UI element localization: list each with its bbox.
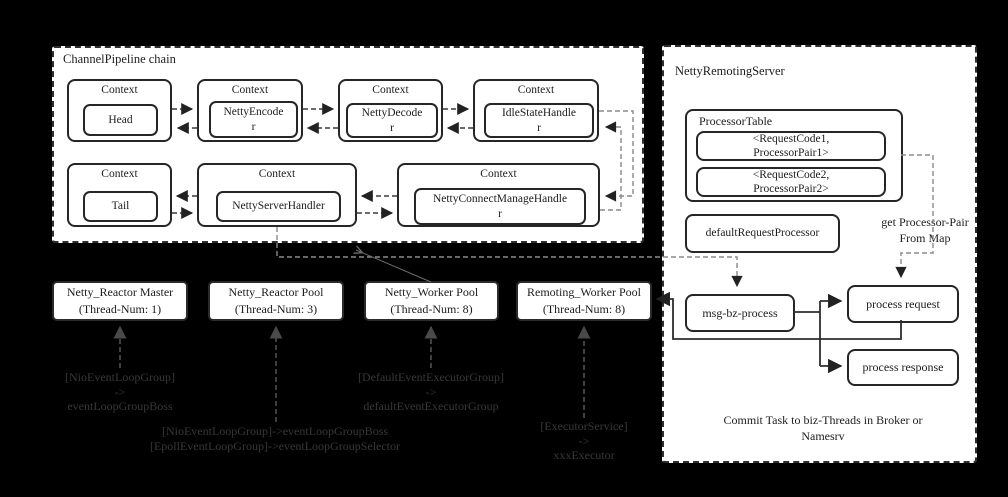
context-box-idle-state-handler: Context IdleStateHandle r — [473, 79, 599, 142]
note-default-event-executor-group: [DefaultEventExecutorGroup] -> defaultEv… — [358, 370, 504, 414]
default-request-processor-box: defaultRequestProcessor — [685, 214, 840, 253]
handler-netty-decoder: NettyDecode r — [346, 103, 438, 138]
request-code-1-box: <RequestCode1, ProcessorPair1> — [696, 131, 886, 161]
handler-label: NettyConnectManageHandle — [432, 193, 568, 206]
process-request-box: process request — [847, 285, 959, 323]
note-xxx-executor: [ExecutorService] -> xxxExecutor — [540, 419, 628, 463]
note-get-processor-pair: get Processor-Pair From Map — [881, 215, 969, 245]
context-box-tail: Context Tail — [67, 163, 172, 227]
context-title: Context — [258, 168, 296, 180]
context-title: Context — [372, 84, 409, 96]
context-title: Context — [231, 84, 269, 96]
pool-remoting-worker-pool: Remoting_Worker Pool (Thread-Num: 8) — [516, 281, 652, 321]
handler-label: Head — [108, 113, 133, 126]
channel-pipeline-title: ChannelPipeline chain — [63, 52, 176, 66]
handler-label: r — [251, 120, 256, 133]
process-response-box: process response — [847, 349, 959, 386]
note-event-loop-group-boss: [NioEventLoopGroup] -> eventLoopGroupBos… — [65, 370, 175, 414]
handler-netty-encoder: NettyEncode r — [209, 101, 298, 138]
handler-head: Head — [83, 104, 158, 136]
pool-threads: (Thread-Num: 8) — [390, 302, 473, 316]
note-commit-task: Commit Task to biz-Threads in Broker or … — [723, 413, 923, 443]
request-code-2-box: <RequestCode2, ProcessorPair2> — [696, 167, 886, 197]
handler-idle-state-handler: IdleStateHandle r — [484, 103, 594, 138]
netty-remoting-server-box: NettyRemotingServer ProcessorTable <Requ… — [662, 45, 977, 463]
pool-netty-worker-pool: Netty_Worker Pool (Thread-Num: 8) — [364, 281, 499, 321]
context-title: Context — [480, 168, 517, 180]
context-box-netty-decoder: Context NettyDecode r — [338, 79, 443, 142]
handler-label: NettyServerHandler — [232, 200, 325, 213]
handler-label: r — [537, 121, 541, 134]
worker-pool-to-pipeline-line — [356, 250, 432, 283]
pool-name: Remoting_Worker Pool — [526, 285, 642, 300]
handler-label: NettyDecode — [361, 107, 423, 120]
pool-threads: (Thread-Num: 3) — [234, 302, 318, 316]
pool-netty-reactor-master: Netty_Reactor Master (Thread-Num: 1) — [52, 281, 188, 321]
processor-table-title: ProcessorTable — [699, 114, 773, 128]
context-box-netty-encoder: Context NettyEncode r — [197, 79, 303, 142]
handler-label: IdleStateHandle — [501, 107, 577, 120]
handler-label: r — [498, 207, 502, 220]
handler-label: r — [390, 121, 394, 134]
handler-netty-connect-manage-handler: NettyConnectManageHandle r — [414, 188, 586, 225]
pool-name: Netty_Reactor Master — [66, 285, 174, 300]
handler-tail: Tail — [83, 191, 158, 222]
pool-threads: (Thread-Num: 8) — [542, 302, 626, 316]
netty-remoting-server-title: NettyRemotingServer — [675, 64, 785, 78]
context-box-head: Context Head — [67, 79, 172, 142]
pool-name: Netty_Worker Pool — [384, 285, 479, 300]
context-title: Context — [517, 84, 555, 96]
context-box-netty-connect-manage-handler: Context NettyConnectManageHandle r — [397, 163, 600, 227]
context-box-netty-server-handler: Context NettyServerHandler — [197, 163, 357, 227]
context-title: Context — [101, 84, 138, 96]
context-title: Context — [101, 168, 138, 180]
note-event-loop-group-selector: [NioEventLoopGroup]->eventLoopGroupBoss … — [149, 424, 401, 453]
pool-name: Netty_Reactor Pool — [228, 285, 324, 300]
pool-threads: (Thread-Num: 1) — [78, 302, 162, 316]
processor-table-box: ProcessorTable <RequestCode1, ProcessorP… — [685, 109, 903, 202]
handler-label: Tail — [111, 200, 130, 213]
handler-netty-server-handler: NettyServerHandler — [216, 191, 341, 222]
handler-label: NettyEncode — [223, 106, 284, 119]
msg-bz-process-box: msg-bz-process — [685, 294, 795, 332]
pool-netty-reactor-pool: Netty_Reactor Pool (Thread-Num: 3) — [208, 281, 344, 321]
